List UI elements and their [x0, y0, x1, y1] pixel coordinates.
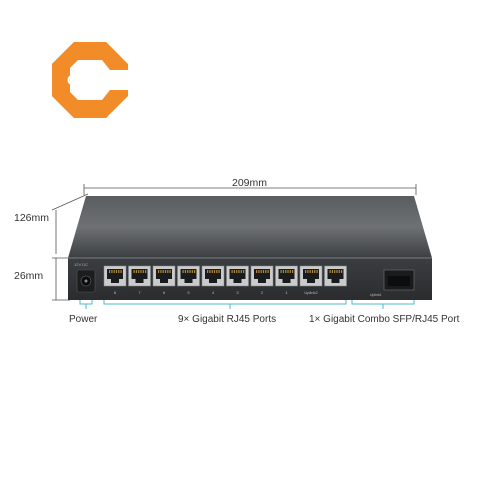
rj45-callout-label: 9× Gigabit RJ45 Ports: [178, 314, 277, 325]
rj45-callout-line: [103, 300, 347, 309]
power-callout-label: Power: [69, 314, 98, 325]
power-jack-label: 12V DC: [74, 262, 88, 267]
sfp-slot: [383, 269, 415, 291]
rj45-port: [128, 265, 151, 287]
rj45-port: [299, 265, 323, 287]
combo-callout-label: 1× Gigabit Combo SFP/RJ45 Port: [309, 314, 460, 325]
power-callout-line: [79, 300, 93, 309]
logo-text: ComTalk: [67, 72, 131, 89]
port-number-label: 8: [114, 290, 117, 295]
depth-dimension-line: [51, 193, 89, 254]
rj45-port: [275, 265, 298, 287]
port-number-label: 4: [212, 290, 215, 295]
port-number-label: 6: [163, 290, 166, 295]
port-number-label: 5: [187, 290, 190, 295]
power-jack: [76, 269, 96, 293]
rj45-port: [152, 265, 176, 287]
port-number-label: Uplink2: [304, 290, 318, 295]
rj45-port: [324, 265, 347, 287]
rj45-port: [177, 265, 200, 287]
switch-top-surface: [68, 196, 432, 258]
height-dimension-label: 26mm: [14, 270, 44, 282]
rj45-port: [226, 265, 249, 287]
uplink1-label: Uplink1: [370, 293, 382, 297]
port-number-label: 1: [285, 290, 288, 295]
combo-callout-line: [351, 300, 415, 309]
width-dimension-label: 209mm: [232, 177, 268, 189]
rj45-ports-group: 8 7 6 5 4 3 2 1 Uplink2: [103, 265, 347, 295]
rj45-port: [201, 265, 225, 287]
height-dimension-line: [52, 257, 70, 301]
port-number-label: 3: [236, 290, 239, 295]
rj45-port: [103, 265, 127, 287]
port-number-label: 7: [138, 290, 141, 295]
rj45-port: [250, 265, 274, 287]
depth-dimension-label: 126mm: [14, 212, 50, 224]
width-dimension-line: [83, 184, 417, 195]
port-number-label: 2: [261, 290, 264, 295]
comtalk-logo: [52, 42, 128, 118]
